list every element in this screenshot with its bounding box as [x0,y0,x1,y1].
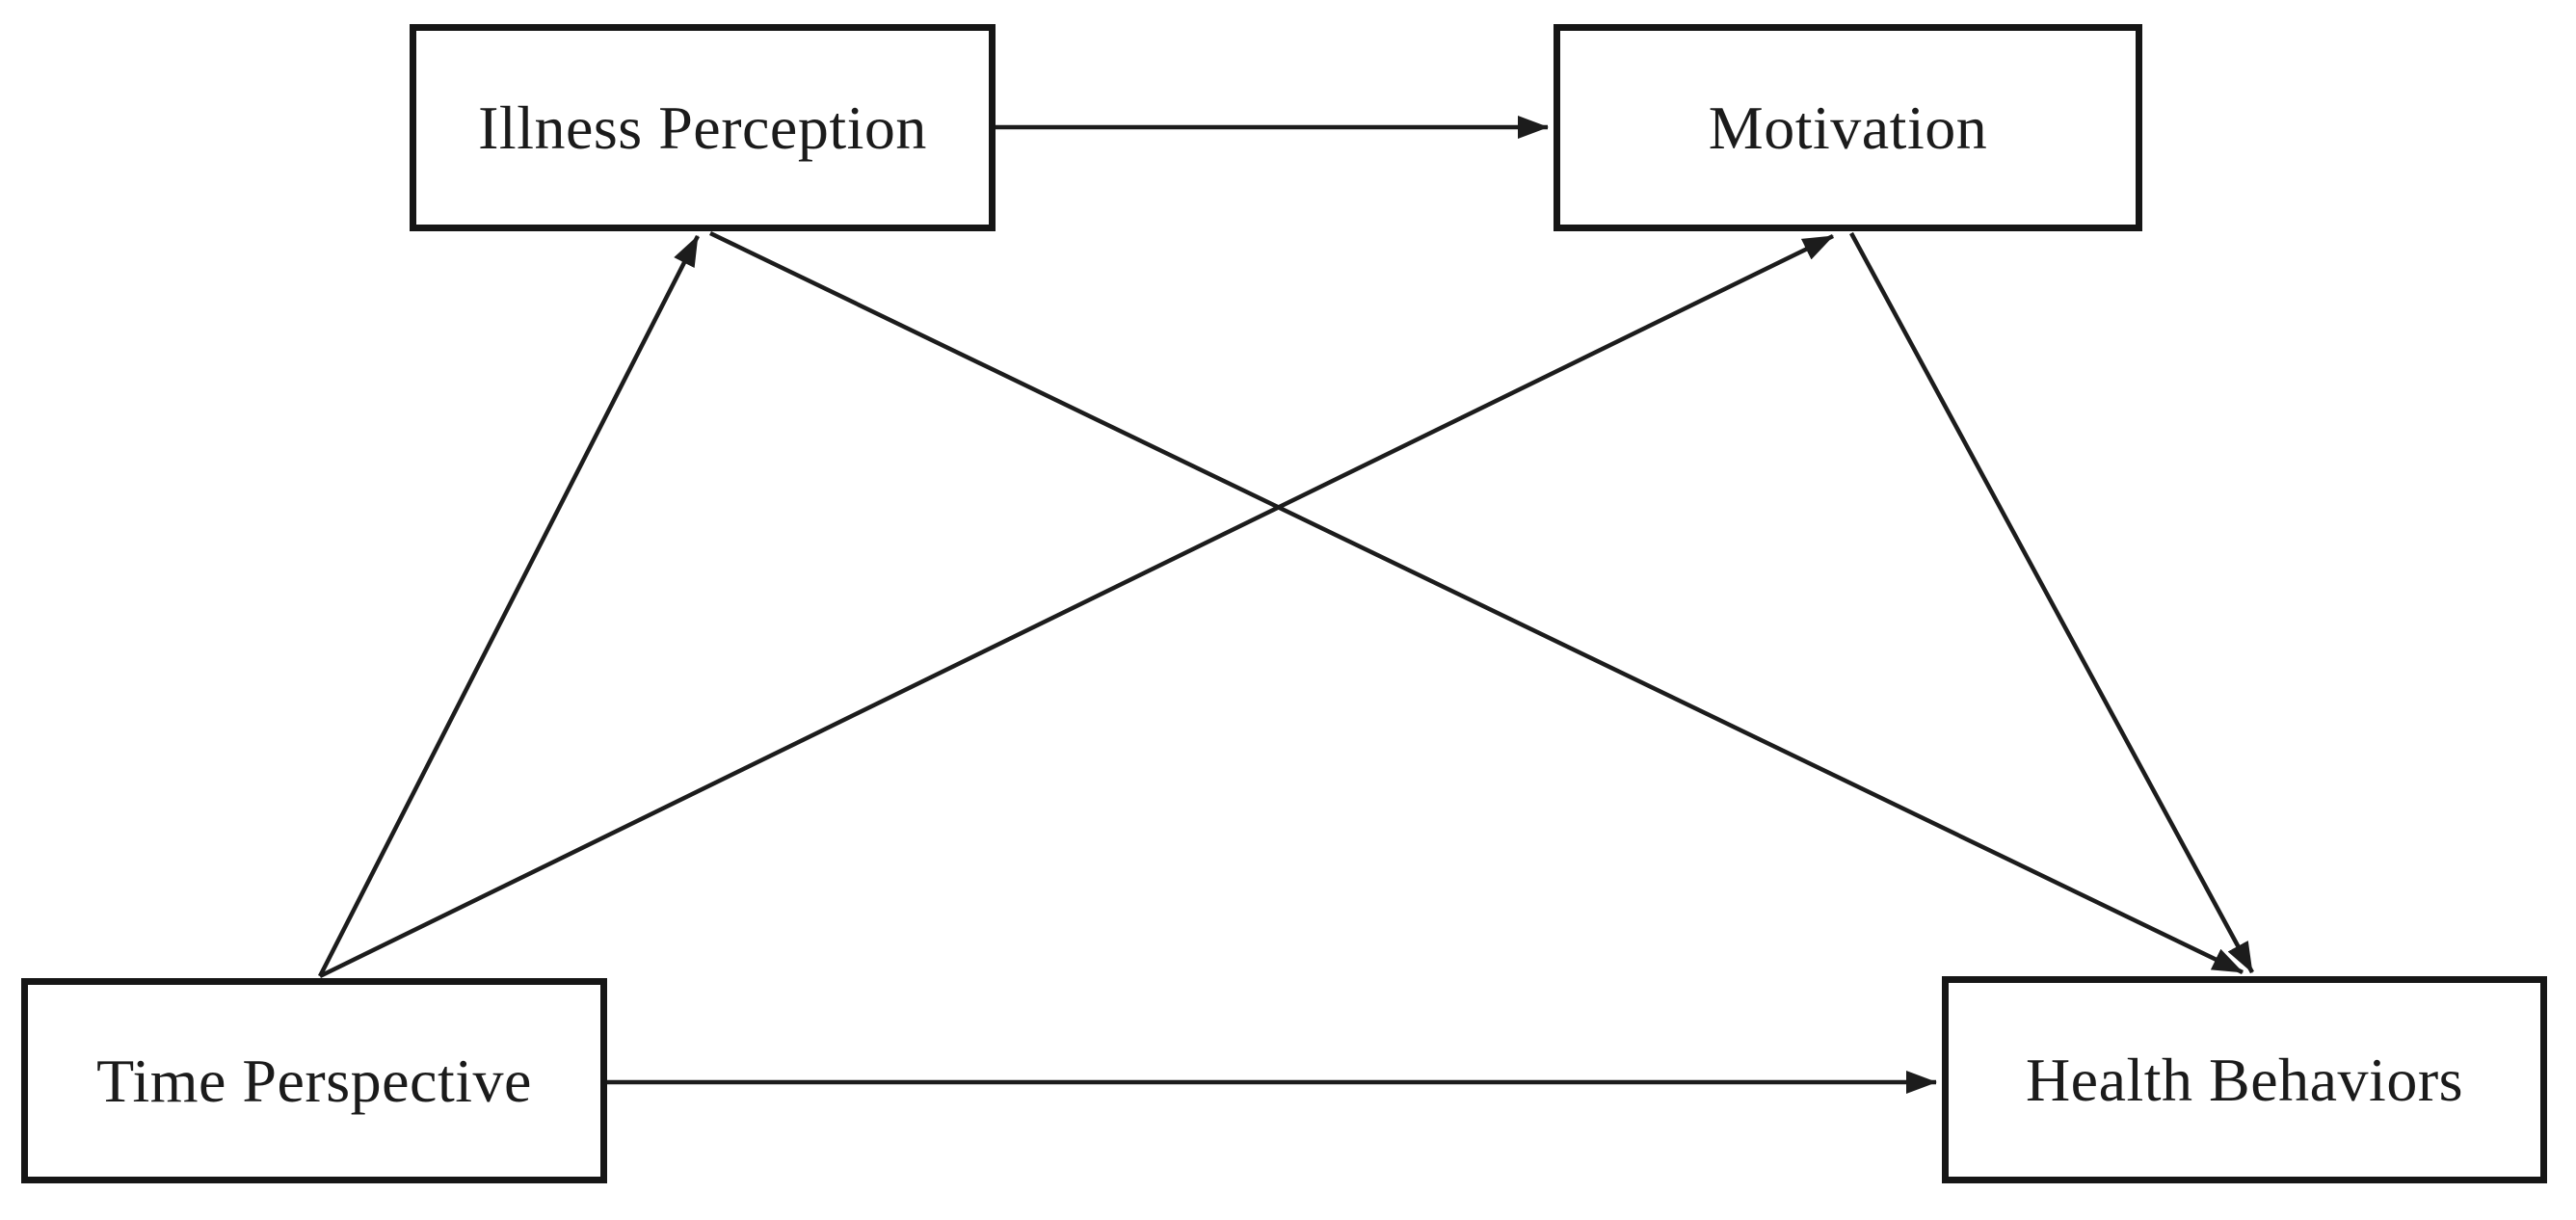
node-illness-perception-label: Illness Perception [478,93,927,162]
arrow-time-perspective-to-illness-perception [317,234,701,978]
node-illness-perception: Illness Perception [410,24,996,231]
node-time-perspective-label: Time Perspective [96,1046,532,1115]
node-health-behaviors: Health Behaviors [1942,976,2547,1183]
node-motivation: Motivation [1554,24,2142,231]
arrow-time-perspective-to-motivation [319,233,1834,979]
arrow-motivation-to-health-behaviors [1849,231,2254,974]
node-health-behaviors-label: Health Behaviors [2025,1045,2464,1114]
node-motivation-label: Motivation [1708,93,1988,162]
arrow-illness-perception-to-health-behaviors [709,230,2244,975]
node-time-perspective: Time Perspective [21,978,607,1183]
